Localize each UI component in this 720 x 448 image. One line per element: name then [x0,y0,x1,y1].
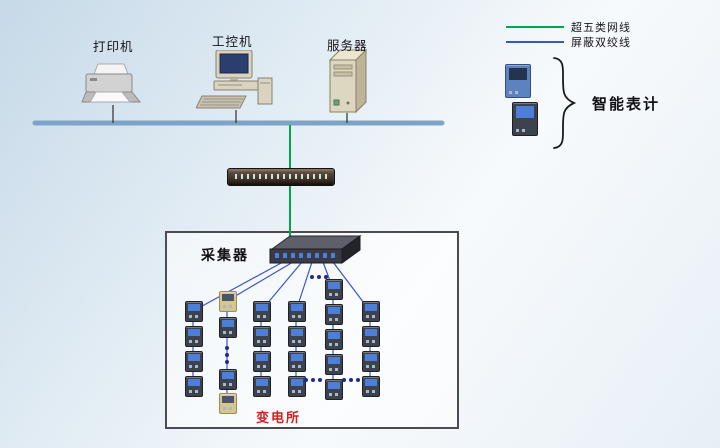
legend-row-cat5e: 超五类网线 [506,19,631,34]
field-meter-device [253,376,271,397]
field-meter-device [185,376,203,397]
field-meter-device [219,393,237,414]
field-meter-device [325,354,343,375]
field-meter-device [325,279,343,300]
ellipsis-dot [318,378,322,382]
ellipsis-dot [342,378,346,382]
substation-boundary-box [165,231,459,429]
ellipsis-dot [349,378,353,382]
ethernet-switch [227,168,335,186]
field-meter-device [185,351,203,372]
field-meter-device [288,326,306,347]
ellipsis-dot [225,346,229,350]
field-meter-device [288,301,306,322]
collector-label: 采集器 [201,247,249,263]
field-meter-device [288,376,306,397]
workstation-label: 工控机 [212,35,253,49]
field-meter-device [325,329,343,350]
field-meter-device [219,317,237,338]
field-meter-device [185,326,203,347]
cat5e-label: 超五类网线 [571,21,631,34]
switch-ports [235,174,327,179]
field-meter-device [362,376,380,397]
field-meter-device [253,351,271,372]
field-meter-device [325,304,343,325]
ellipsis-dot [310,275,314,279]
legend-row-stp: 屏蔽双绞线 [506,34,631,49]
field-meter-device [253,301,271,322]
substation-label: 变电所 [256,410,302,425]
field-meter-device [253,326,271,347]
ellipsis-dot [304,378,308,382]
ellipsis-dot [225,360,229,364]
workstation-icon [196,50,276,112]
legend: 超五类网线 屏蔽双绞线 [506,19,631,49]
field-meter-device [219,291,237,312]
field-meter-device [362,351,380,372]
stp-line-sample [506,40,564,43]
field-meter-device [288,351,306,372]
brace-icon [553,57,577,149]
server-icon [322,48,374,114]
ellipsis-dot [311,378,315,382]
collector-device [266,232,364,266]
printer-label: 打印机 [93,40,134,54]
stp-label: 屏蔽双绞线 [571,36,631,49]
smart-meter-icon-1 [505,64,531,98]
ellipsis-dot [324,275,328,279]
server-label: 服务器 [327,39,368,53]
printer-icon [80,56,146,108]
smart-meter-icon-2 [512,102,538,136]
field-meter-device [185,301,203,322]
field-meter-device [325,379,343,400]
field-meter-device [219,369,237,390]
field-meter-device [362,301,380,322]
cat5e-line-sample [506,25,564,28]
ellipsis-dot [356,378,360,382]
ellipsis-dot [317,275,321,279]
ellipsis-dot [225,353,229,357]
field-meter-device [362,326,380,347]
smart-meter-label: 智能表计 [592,96,661,113]
